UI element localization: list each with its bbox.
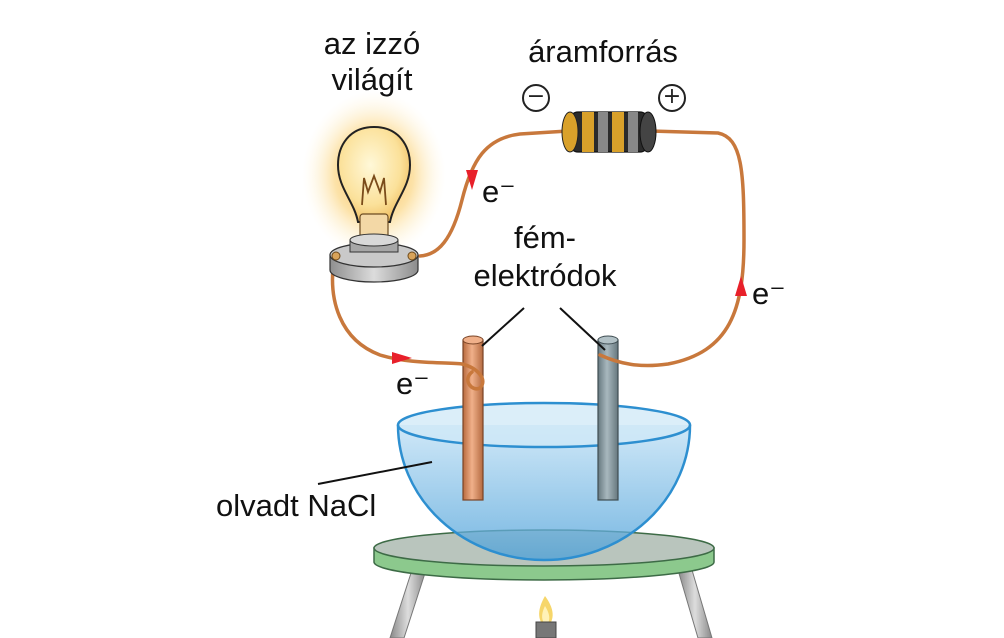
callout-to-steel: [559, 307, 606, 351]
electrode-caption-line1: fém-: [514, 220, 576, 255]
minus-terminal-symbol: −: [522, 84, 550, 112]
callout-lines: [317, 307, 606, 485]
wire-source-to-steel: [598, 129, 746, 368]
callout-to-copper: [481, 307, 525, 347]
electron-label-top: e⁻: [482, 174, 516, 209]
electron-label-bottom: e⁻: [396, 366, 430, 401]
wire-lamp-to-source: [418, 129, 570, 258]
electron-label-right: e⁻: [752, 276, 786, 311]
bulb-filament: [361, 173, 387, 206]
plus-terminal-symbol: +: [658, 84, 686, 112]
power-source-label: áramforrás: [528, 34, 678, 69]
burner-flame: [535, 596, 557, 638]
battery: [561, 111, 657, 153]
callout-to-liquid: [317, 461, 433, 485]
socket-screw-right: [407, 251, 417, 261]
socket-screw-left: [331, 251, 341, 261]
arrow-down: [466, 170, 478, 190]
circuit-wires: [330, 129, 746, 391]
bulb-caption-line1: az izzó: [323, 26, 421, 61]
arrow-right: [392, 352, 412, 364]
bulb-caption-line2: világít: [331, 62, 413, 97]
electron-flow-arrows: [392, 170, 747, 364]
electrode-steel: [597, 335, 619, 501]
wire-lamp-to-copper: [330, 258, 485, 391]
electrode-caption-line2: elektródok: [473, 258, 617, 293]
molten-nacl-label: olvadt NaCl: [216, 488, 377, 523]
light-bulb: [302, 91, 446, 283]
electrode-copper: [462, 335, 484, 501]
arrow-up: [735, 276, 747, 296]
